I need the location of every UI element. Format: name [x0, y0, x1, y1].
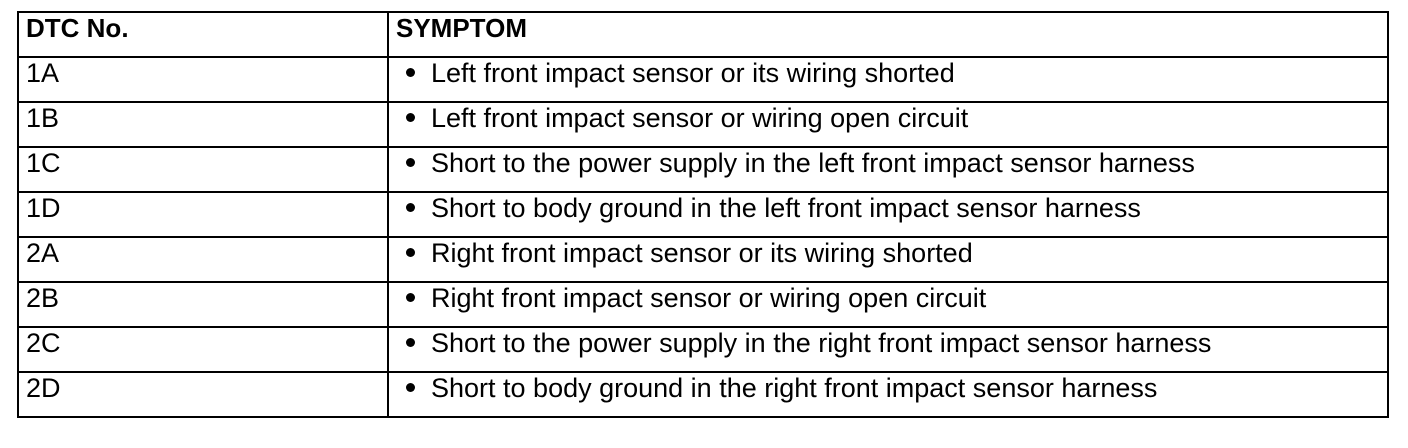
symptom-text: Short to the power supply in the right f… [431, 328, 1212, 358]
symptom-cell: Right front impact sensor or its wiring … [387, 236, 1389, 283]
dtc-code-cell: 1A [17, 56, 389, 103]
dtc-code-cell: 2B [17, 281, 389, 328]
header-symptom: SYMPTOM [387, 11, 1389, 58]
bullet-icon [406, 383, 415, 393]
symptom-text: Left front impact sensor or its wiring s… [431, 58, 955, 88]
bullet-icon [406, 113, 415, 123]
table-row: 1D Short to body ground in the left fron… [17, 191, 1389, 238]
dtc-code-cell: 1D [17, 191, 389, 238]
symptom-cell: Right front impact sensor or wiring open… [387, 281, 1389, 328]
symptom-text: Short to the power supply in the left fr… [431, 148, 1195, 178]
symptom-text: Left front impact sensor or wiring open … [431, 103, 969, 133]
symptom-cell: Left front impact sensor or wiring open … [387, 101, 1389, 148]
dtc-code-cell: 1C [17, 146, 389, 193]
symptom-cell: Short to body ground in the right front … [387, 371, 1389, 418]
table-row: 2D Short to body ground in the right fro… [17, 371, 1389, 418]
table-row: 1B Left front impact sensor or wiring op… [17, 101, 1389, 148]
symptom-text: Right front impact sensor or its wiring … [431, 238, 973, 268]
symptom-text: Short to body ground in the left front i… [431, 193, 1141, 223]
symptom-cell: Short to the power supply in the right f… [387, 326, 1389, 373]
symptom-text: Short to body ground in the right front … [431, 373, 1158, 403]
dtc-symptom-table: DTC No. SYMPTOM 1A Left front impact sen… [17, 11, 1389, 418]
bullet-icon [406, 338, 415, 348]
bullet-icon [406, 248, 415, 258]
bullet-icon [406, 158, 415, 168]
table-row: 2A Right front impact sensor or its wiri… [17, 236, 1389, 283]
table-row: 1C Short to the power supply in the left… [17, 146, 1389, 193]
table-row: 1A Left front impact sensor or its wirin… [17, 56, 1389, 103]
dtc-code-cell: 2C [17, 326, 389, 373]
symptom-cell: Short to body ground in the left front i… [387, 191, 1389, 238]
dtc-code-cell: 2D [17, 371, 389, 418]
symptom-cell: Left front impact sensor or its wiring s… [387, 56, 1389, 103]
bullet-icon [406, 68, 415, 78]
dtc-code-cell: 2A [17, 236, 389, 283]
symptom-text: Right front impact sensor or wiring open… [431, 283, 987, 313]
header-dtc-no: DTC No. [17, 11, 389, 58]
table-row: 2C Short to the power supply in the righ… [17, 326, 1389, 373]
symptom-cell: Short to the power supply in the left fr… [387, 146, 1389, 193]
table-row: 2B Right front impact sensor or wiring o… [17, 281, 1389, 328]
dtc-code-cell: 1B [17, 101, 389, 148]
table-header-row: DTC No. SYMPTOM [17, 11, 1389, 58]
bullet-icon [406, 203, 415, 213]
bullet-icon [406, 293, 415, 303]
